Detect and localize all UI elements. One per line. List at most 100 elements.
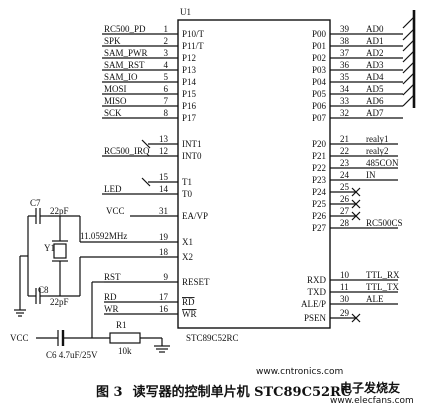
right-pin-name: P03 [312,65,327,75]
c7-value: 22pF [50,206,69,216]
r1-ref: R1 [116,320,127,330]
right-pin-name: RXD [307,275,327,285]
right-pin-number: 25 [340,182,350,192]
right-signal-label: RC500CS [366,218,403,228]
right-pin-number: 30 [340,294,350,304]
no-connect-mark [351,211,361,221]
right-signal-label: TTL_TX [366,282,399,292]
left-signal-label: SAM_PWR [104,48,148,58]
c7-ref: C7 [30,198,41,208]
figure-number: 图 3 [96,385,123,400]
right-pin-name: P05 [312,89,327,99]
left-pin-name: P17 [182,113,197,123]
left-signal-label: RST [104,272,121,282]
right-pin-number: 38 [340,36,350,46]
right-signal-label: AD0 [366,24,384,34]
right-pin-name: P01 [312,41,326,51]
left-pin-number: 19 [159,232,169,242]
right-signal-label: AD7 [366,108,384,118]
right-pin-number: 28 [340,218,350,228]
left-signal-label: SPK [104,36,121,46]
left-pin-name: INT1 [182,139,202,149]
right-pin-name: P20 [312,139,327,149]
right-signal-label: realy1 [366,134,389,144]
left-signal-label: MISO [104,96,127,106]
no-connect-mark [141,177,151,187]
left-pin-number: 1 [164,24,169,34]
right-pin-name: P26 [312,211,327,221]
right-pin-name: P00 [312,29,327,39]
left-signal-label: MOSI [104,84,127,94]
vcc-label-reset: VCC [10,333,29,343]
right-pin-name: P22 [312,163,326,173]
right-pin-number: 27 [340,206,350,216]
left-pin-number: 14 [159,184,169,194]
right-pin-name: P02 [312,53,326,63]
right-pin-number: 37 [340,48,350,58]
left-pin-number: 2 [164,36,169,46]
right-pin-number: 22 [340,146,349,156]
reset-circuit [36,281,170,353]
chip-body [177,19,331,329]
left-pin-name: P14 [182,77,197,87]
right-pin-name: P04 [312,77,327,87]
right-pin-name: ALE/P [301,299,326,309]
c8-ref: C8 [38,285,49,295]
r1-value: 10k [118,346,132,356]
right-pin-number: 21 [340,134,349,144]
left-pin-name: RD [182,297,195,307]
right-signal-label: AD3 [366,60,384,70]
data-bus-bracket [402,10,416,108]
no-connect-mark [351,313,361,323]
right-pin-name: P07 [312,113,327,123]
left-pin-number: 15 [159,172,169,182]
right-signal-label: AD6 [366,96,384,106]
left-pin-name: X1 [182,237,193,247]
left-signal-label: SAM_RST [104,60,145,70]
left-signal-label: WR [104,304,119,314]
left-signal-label: SCK [104,108,122,118]
right-signal-label: AD4 [366,72,384,82]
y1-value: 11.0592MHz [80,231,127,241]
right-pin-name: P27 [312,223,327,233]
left-signal-label: RD [104,292,117,302]
left-pin-name: P13 [182,65,197,75]
left-signal-label: LED [104,184,122,194]
right-pin-name: P25 [312,199,327,209]
right-pin-name: TXD [308,287,327,297]
right-signal-label: AD2 [366,48,384,58]
right-pin-number: 36 [340,60,350,70]
left-pin-name: P15 [182,89,197,99]
right-signal-label: 485CON [366,158,399,168]
right-signal-label: realy2 [366,146,389,156]
left-pin-name: P16 [182,101,197,111]
left-signal-label: RC500_PD [104,24,146,34]
y1-ref: Y1 [44,243,55,253]
right-pin-number: 26 [340,194,350,204]
left-pin-name: P10/T [182,29,205,39]
left-pin-number: 12 [159,146,168,156]
left-pin-name: P11/T [182,41,204,51]
left-signal-label: SAM_IO [104,72,138,82]
right-pin-name: P06 [312,101,327,111]
right-pin-name: PSEN [304,313,327,323]
left-pin-number: 18 [159,247,169,257]
left-pin-number: 17 [159,292,169,302]
chip-part: STC89C52RC [186,333,239,343]
right-signal-label: AD5 [366,84,384,94]
left-pin-name: INT0 [182,151,202,161]
right-signal-label: TTL_RX [366,270,400,280]
left-pin-number: 5 [164,72,169,82]
left-pin-number: 7 [164,96,169,106]
chip-ref: U1 [180,7,191,17]
left-pin-name: P12 [182,53,196,63]
left-pin-name: X2 [182,252,193,262]
right-pin-number: 34 [340,84,350,94]
right-pin-number: 11 [340,282,349,292]
left-pin-number: 31 [159,206,168,216]
watermark-site: www.elecfans.com [330,396,414,406]
